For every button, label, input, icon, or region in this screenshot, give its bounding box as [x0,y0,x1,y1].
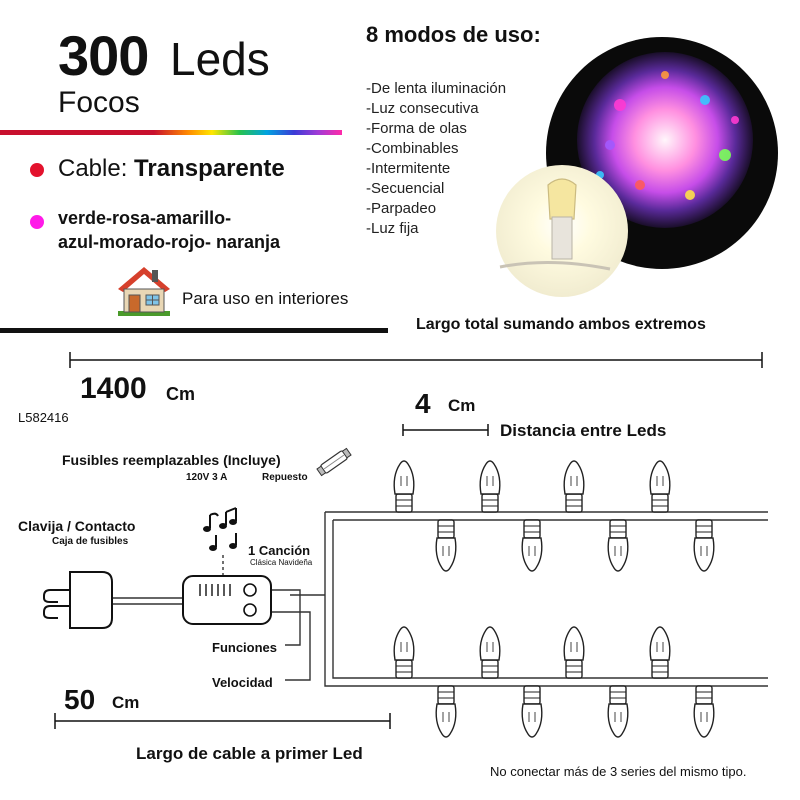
product-code: L582416 [18,410,69,425]
fuse-icon [316,447,352,477]
total-length-value: 1400 [80,372,147,405]
cable-spec: Cable: Transparente [58,155,285,183]
led-bulb-icon [607,685,629,738]
led-bulb-icon [563,460,585,513]
lead-length-unit: Cm [112,693,140,712]
led-bulb-icon [693,519,715,572]
controller-icon [182,575,272,625]
led-bulb-icon [607,519,629,572]
total-length-caption: Largo total sumando ambos extremos [416,316,706,333]
mode-item: -Forma de olas [366,120,467,137]
fuses-spare: Repuesto [262,472,308,483]
led-bulb-icon [649,460,671,513]
lead-length-value: 50 [64,684,96,715]
mode-item: -De lenta iluminación [366,80,507,97]
spacing-value: 4 [415,388,431,419]
led-bulb-icon [479,626,501,679]
led-bulb-icon [393,626,415,679]
led-ball [577,52,753,228]
fuses-title: Fusibles reemplazables (Incluye) [62,452,281,468]
fuses-rating: 120V 3 A [186,472,228,483]
led-unit: Leds [170,33,270,85]
led-count: 300 [58,24,149,87]
mode-item: -Combinables [366,140,459,157]
led-bulb-icon [693,685,715,738]
music-notes-icon [203,507,237,551]
led-bulb-icon [479,460,501,513]
series-warning: No conectar más de 3 series del mismo ti… [490,764,747,779]
total-length-unit: Cm [166,384,196,404]
plug-title: Clavija / Contacto [18,518,136,534]
spacing-caption: Distancia entre Leds [500,421,667,440]
led-bulb-icon [393,460,415,513]
mode-item: -Luz fija [366,220,419,237]
led-bulb-icon [521,519,543,572]
song-sub: Clásica Navideña [250,558,313,567]
led-bulb-icon [435,685,457,738]
mode-item: -Luz consecutiva [366,100,479,117]
mode-item: -Parpadeo [366,200,437,217]
plug-icon [43,571,113,629]
spacing-unit: Cm [448,396,476,415]
led-bulb-icon [649,626,671,679]
cable-dot-icon [30,163,44,177]
led-bulb-icon [435,519,457,572]
section-divider [0,328,388,333]
speed-label: Velocidad [212,675,273,690]
plug-sub: Caja de fusibles [52,536,129,547]
mode-item: -Intermitente [366,160,451,177]
led-bulb-icon [521,685,543,738]
rainbow-divider [0,130,342,135]
colors-dot-icon [30,215,44,229]
house-icon [118,267,170,316]
modes-title: 8 modos de uso: [366,22,541,47]
colors-line-1: verde-rosa-amarillo- [58,208,232,228]
song-title: 1 Canción [248,543,311,558]
indoor-text: Para uso en interiores [182,289,349,308]
mode-item: -Secuencial [366,180,445,197]
colors-line-2: azul-morado-rojo- naranja [58,232,281,252]
cable-value: Transparente [134,155,285,182]
cable-label: Cable: [58,155,128,182]
product-photo [496,37,778,297]
product-subtitle: Focos [58,86,140,119]
lead-length-caption: Largo de cable a primer Led [136,744,363,763]
functions-label: Funciones [212,640,278,655]
led-bulb-icon [563,626,585,679]
